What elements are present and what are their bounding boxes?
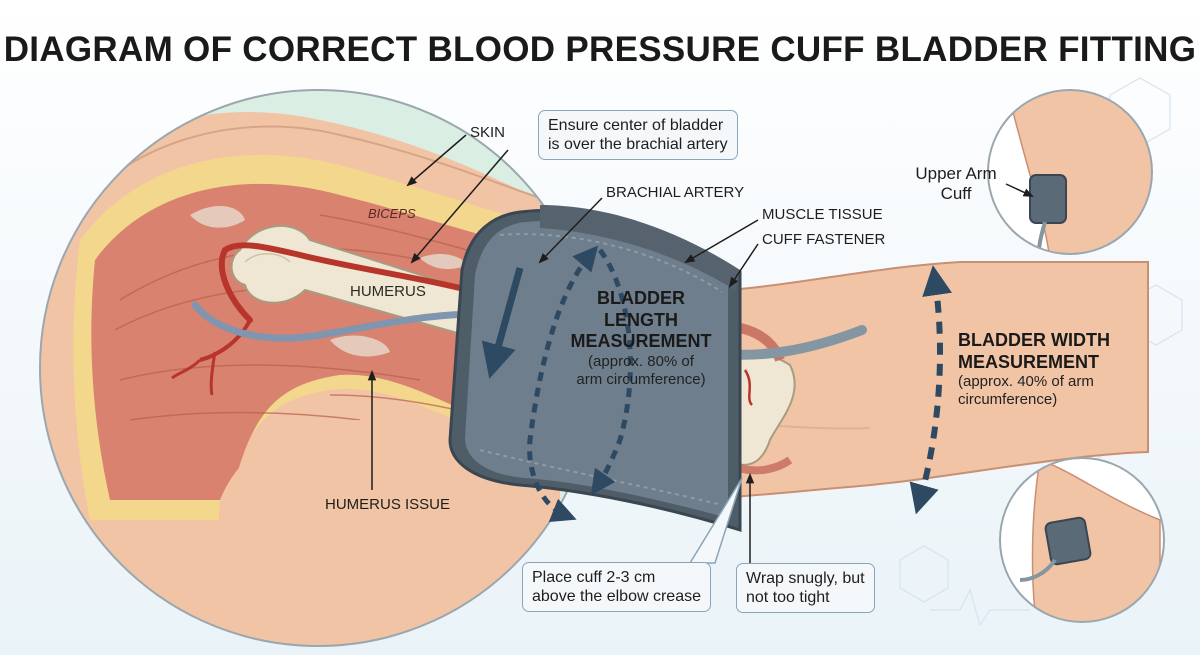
callout-text: is over the brachial artery xyxy=(548,136,728,154)
cuff xyxy=(448,205,742,533)
measure-sub: arm circumference) xyxy=(576,370,706,388)
label-biceps: BICEPS xyxy=(368,206,416,221)
measure-heading: LENGTH xyxy=(604,309,678,330)
leader-lines xyxy=(367,134,1034,565)
label-muscle-tissue: MUSCLE TISSUE xyxy=(762,206,883,223)
callout-text: Ensure center of bladder xyxy=(548,117,724,134)
callout-center-bladder: Ensure center of bladder is over the bra… xyxy=(538,110,738,161)
measure-heading: MEASUREMENT xyxy=(570,331,712,352)
label-skin: SKIN xyxy=(470,124,506,141)
width-arrow xyxy=(909,265,952,515)
bladder-length-measurement: BLADDER LENGTH MEASUREMENT (approx. 80% … xyxy=(556,288,726,389)
callout-text: Place cuff 2-3 cm xyxy=(532,569,656,586)
measure-sub: (approx. 80% of xyxy=(588,352,694,370)
bladder-width-measurement: BLADDER WIDTH MEASUREMENT (approx. 40% o… xyxy=(958,330,1148,409)
inset-text: Cuff xyxy=(940,183,972,203)
anatomy-circle xyxy=(39,89,597,647)
callout-text: not too tight xyxy=(746,589,830,607)
label-cuff-fastener: CUFF FASTENER xyxy=(762,231,886,248)
measure-heading: BLADDER xyxy=(597,288,685,308)
label-humerus-issue: HUMERUS ISSUE xyxy=(325,496,451,513)
inset-upper-arm xyxy=(987,89,1153,255)
callout-wrap-snugly: Wrap snugly, but not too tight xyxy=(736,563,875,614)
label-humerus: HUMERUS xyxy=(350,283,426,300)
measure-sub: circumference) xyxy=(958,391,1058,409)
measure-heading: BLADDER WIDTH xyxy=(958,330,1110,350)
callout-text: Wrap snugly, but xyxy=(746,570,865,587)
callout-place-cuff: Place cuff 2-3 cm above the elbow crease xyxy=(522,562,711,613)
inset-upper-arm-label: Upper Arm Cuff xyxy=(906,164,1006,203)
label-brachial-artery: BRACHIAL ARTERY xyxy=(606,184,745,201)
callout-text: above the elbow crease xyxy=(532,588,701,606)
measure-heading: MEASUREMENT xyxy=(958,351,1100,372)
page-title: DIAGRAM OF CORRECT BLOOD PRESSURE CUFF B… xyxy=(3,30,1197,69)
measure-sub: (approx. 40% of arm xyxy=(958,373,1094,391)
inset-text: Upper Arm xyxy=(915,164,997,183)
inset-forearm xyxy=(999,457,1165,623)
